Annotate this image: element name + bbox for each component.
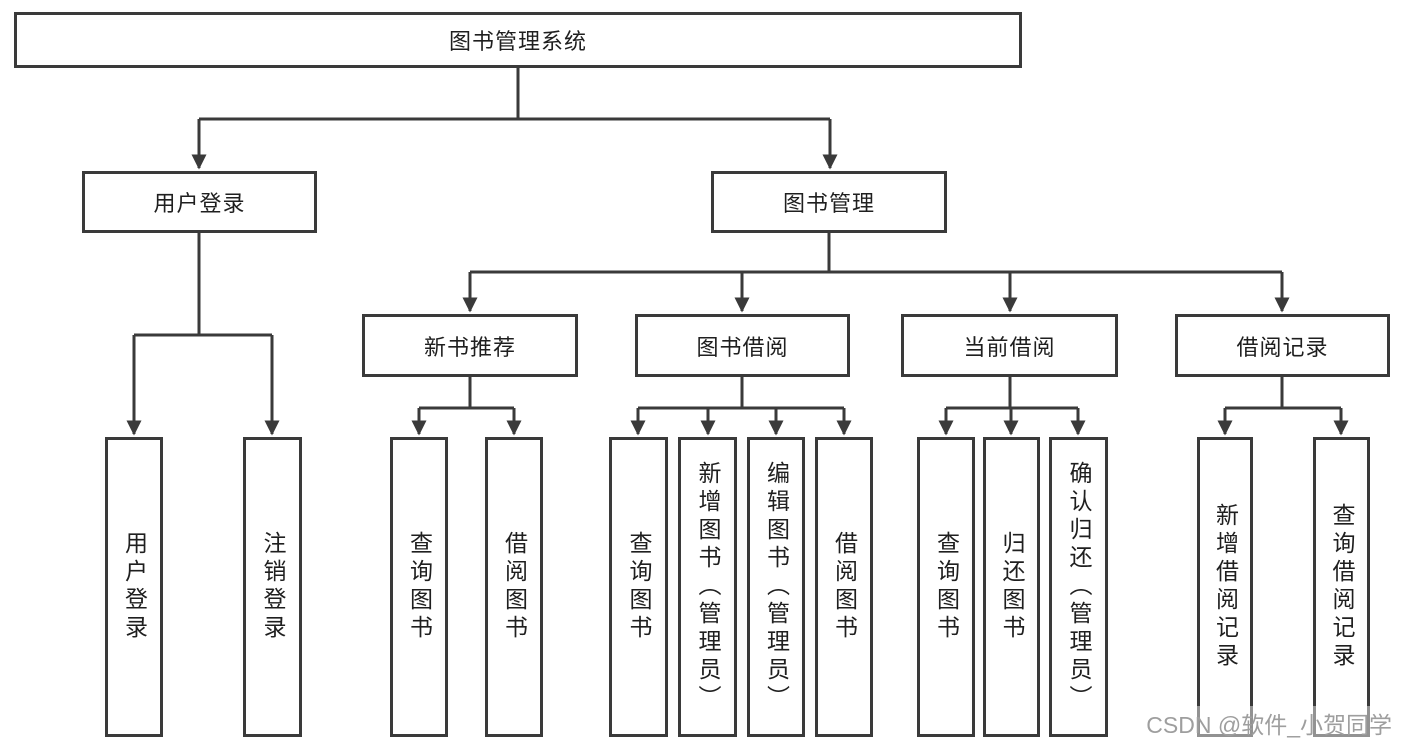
leaf-nb-borrow-books-label: 借阅图书 [501, 531, 528, 643]
leaf-nb-query-books: 查询图书 [390, 437, 448, 737]
node-current-borrowing: 当前借阅 [901, 314, 1118, 377]
leaf-bb-borrow-books-label: 借阅图书 [831, 531, 858, 643]
connector-user-login-trunk [134, 233, 272, 337]
leaf-cb-return-books-label: 归还图书 [999, 531, 1025, 643]
connector-root-trunk [199, 68, 830, 121]
leaf-cb-confirm-return-admin-label: 确认归还（管理员） [1066, 461, 1092, 713]
connector-borrow-record-trunk [1225, 377, 1341, 410]
leaf-logout-label: 注销登录 [260, 531, 286, 643]
connector-book-borrow-trunk [638, 377, 844, 410]
leaf-bb-edit-books-admin: 编辑图书（管理员） [747, 437, 805, 737]
node-book-management: 图书管理 [711, 171, 947, 233]
leaf-cb-return-books: 归还图书 [983, 437, 1040, 737]
csdn-watermark: CSDN @软件_小贺同学 [1143, 706, 1395, 740]
node-borrowing-records-label: 借阅记录 [1236, 334, 1329, 360]
leaf-cb-confirm-return-admin: 确认归还（管理员） [1049, 437, 1108, 737]
node-root-label: 图书管理系统 [448, 29, 587, 54]
leaf-user-login-label: 用户登录 [121, 531, 148, 643]
node-user-login: 用户登录 [82, 171, 317, 233]
leaf-bb-borrow-books: 借阅图书 [815, 437, 873, 737]
leaf-br-query-record-label: 查询借阅记录 [1329, 503, 1355, 671]
node-current-borrowing-label: 当前借阅 [963, 334, 1056, 360]
leaf-cb-query-books: 查询图书 [917, 437, 975, 737]
leaf-logout: 注销登录 [243, 437, 302, 737]
leaf-bb-edit-books-admin-label: 编辑图书（管理员） [763, 461, 790, 713]
leaf-user-login: 用户登录 [105, 437, 163, 737]
node-book-borrowing: 图书借阅 [635, 314, 850, 377]
node-book-management-label: 图书管理 [782, 191, 875, 216]
connector-current-borrow-trunk [946, 377, 1078, 410]
node-new-book-recommend: 新书推荐 [362, 314, 578, 377]
leaf-nb-borrow-books: 借阅图书 [485, 437, 543, 737]
leaf-cb-query-books-label: 查询图书 [933, 531, 960, 643]
node-book-borrowing-label: 图书借阅 [696, 334, 789, 360]
node-new-book-recommend-label: 新书推荐 [423, 334, 516, 360]
leaf-br-query-record: 查询借阅记录 [1313, 437, 1370, 737]
node-user-login-label: 用户登录 [153, 191, 246, 216]
node-borrowing-records: 借阅记录 [1175, 314, 1390, 377]
leaf-bb-add-books-admin-label: 新增图书（管理员） [695, 461, 721, 713]
leaf-nb-query-books-label: 查询图书 [406, 531, 433, 643]
connector-new-book-trunk [419, 377, 514, 410]
connector-book-mgmt-trunk [470, 233, 1282, 274]
leaf-bb-query-books-label: 查询图书 [626, 531, 652, 643]
leaf-br-add-record: 新增借阅记录 [1197, 437, 1253, 737]
node-root: 图书管理系统 [14, 12, 1022, 68]
leaf-bb-add-books-admin: 新增图书（管理员） [678, 437, 737, 737]
leaf-bb-query-books: 查询图书 [609, 437, 668, 737]
leaf-br-add-record-label: 新增借阅记录 [1212, 503, 1239, 671]
